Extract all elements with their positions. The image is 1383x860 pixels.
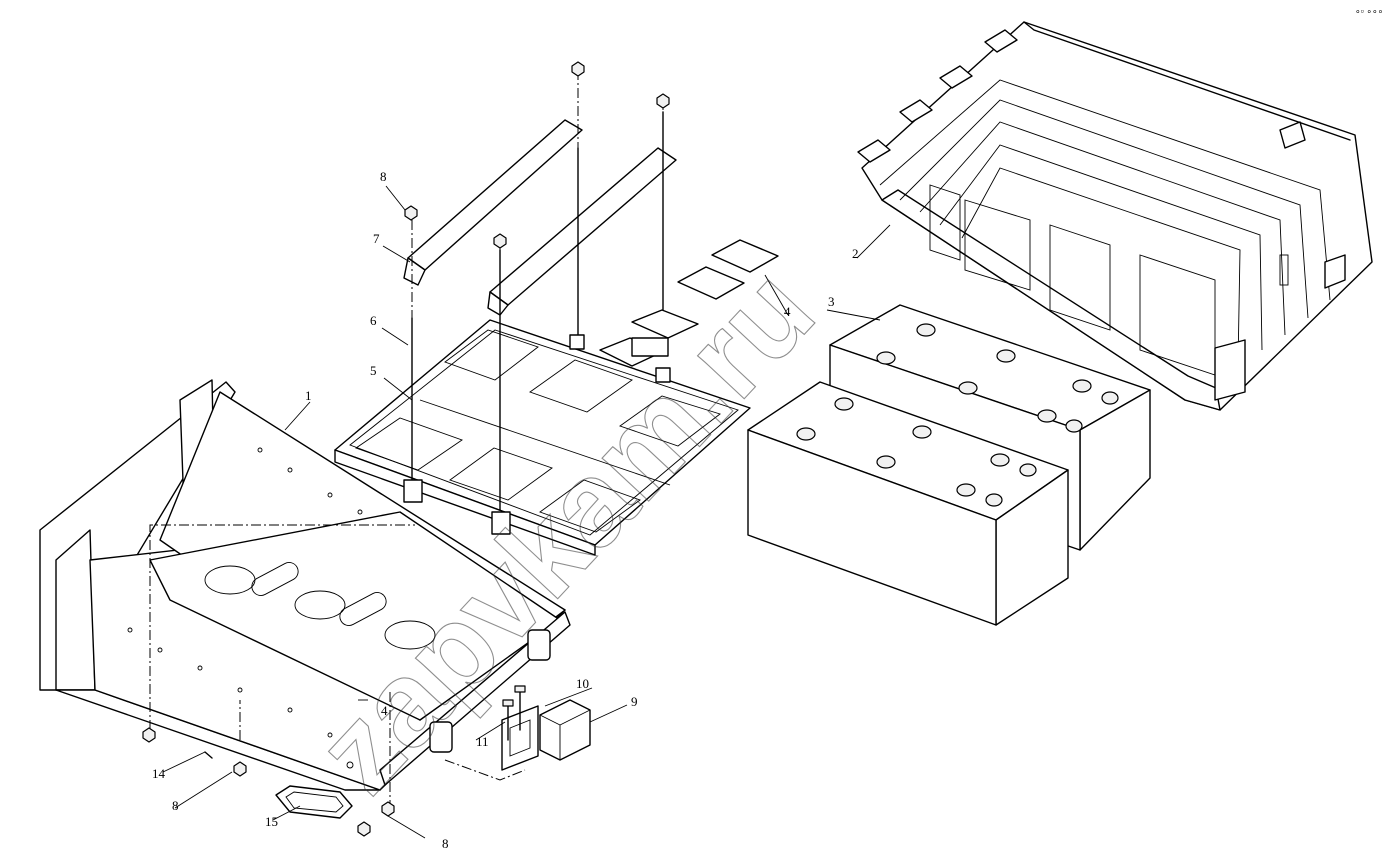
callout-1: 1 [305, 388, 312, 403]
callout-4-upper: 4 [784, 304, 791, 319]
assembly-lines [149, 524, 526, 810]
callout-9: 9 [631, 694, 638, 709]
callout-14: 14 [152, 766, 166, 781]
callout-6: 6 [370, 313, 377, 328]
callout-11: 11 [476, 734, 489, 749]
callout-8-bottom: 8 [442, 836, 449, 851]
nuts-top [404, 61, 670, 249]
callout-7: 7 [373, 231, 380, 246]
terminal-caps [876, 323, 1119, 433]
callout-2: 2 [852, 246, 859, 261]
corner-mark: ∘▫ ∘∘∘ [1355, 6, 1383, 16]
callout-15: 15 [265, 814, 278, 829]
bottom-nuts [142, 727, 395, 837]
battery-box-frame [39, 379, 571, 791]
bracket-10 [501, 705, 539, 771]
callout-10: 10 [576, 676, 589, 691]
terminal-block-9 [539, 699, 591, 761]
terminal-caps [796, 397, 1037, 507]
callout-8-top: 8 [380, 169, 387, 184]
battery-lower [747, 381, 1069, 626]
callout-labels: 1 2 3 4 4 5 6 7 8 8 8 9 10 11 14 15 [152, 169, 859, 851]
bolts-11 [502, 685, 526, 741]
battery-cover [857, 21, 1373, 411]
battery-tray [334, 319, 751, 556]
callout-5: 5 [370, 363, 377, 378]
long-bolts [403, 70, 671, 535]
gasket-15 [275, 785, 353, 819]
terminal-covers [599, 239, 779, 367]
callout-4-lower: 4 [381, 703, 388, 718]
hold-down-bars [403, 119, 677, 316]
callout-8-left: 8 [172, 798, 179, 813]
leader-lines [162, 185, 891, 839]
screw-14 [204, 751, 213, 759]
callout-3: 3 [828, 294, 835, 309]
